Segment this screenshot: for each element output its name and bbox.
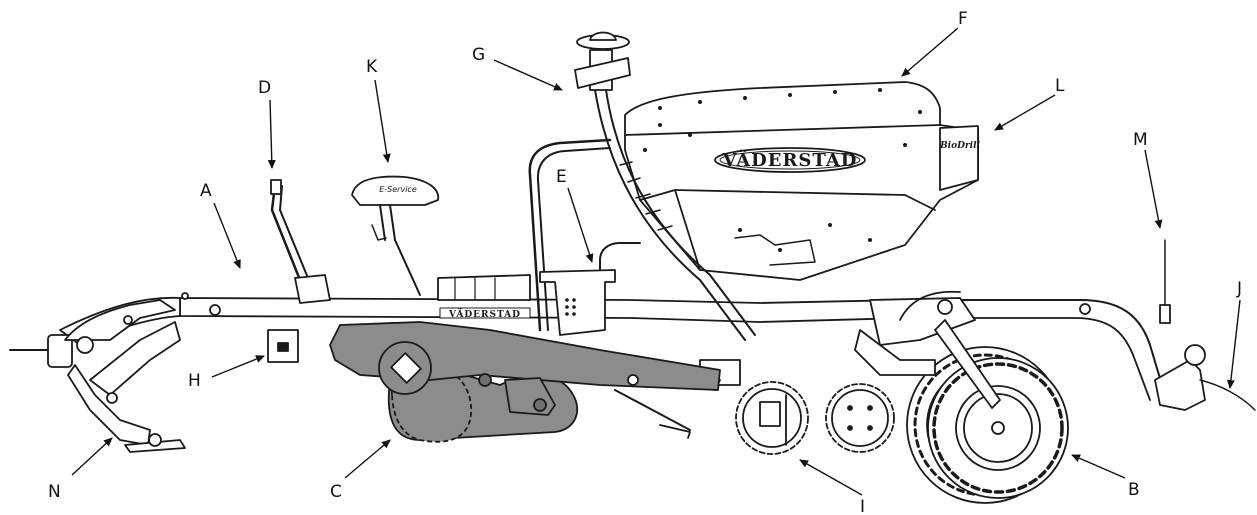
gps-antenna [574, 31, 631, 91]
control-terminal [351, 175, 440, 296]
callout-g: G [472, 45, 485, 65]
hitch-tine [9, 299, 186, 453]
leader-a [213, 202, 241, 269]
tyre-packer [906, 346, 1069, 504]
callout-f: F [958, 9, 968, 29]
rear-harrow [1154, 239, 1256, 411]
leader-i [799, 459, 863, 496]
callout-j: J [1236, 279, 1242, 299]
leader-h [211, 355, 265, 378]
leader-f [901, 27, 959, 77]
callout-m: M [1133, 130, 1148, 150]
callout-i: I [860, 497, 865, 515]
safety-railing [528, 138, 612, 332]
disc-unit-shaded [329, 321, 721, 443]
terminal-badge-text: E-Service [379, 185, 417, 194]
frame-logo-text: VÄDERSTAD [448, 307, 521, 320]
callout-c: C [330, 482, 342, 502]
leader-l [994, 94, 1056, 131]
leader-g [493, 59, 563, 91]
machine-body [9, 31, 1256, 504]
rear-frame [904, 299, 1166, 396]
callout-d: D [258, 78, 271, 98]
leader-b [1071, 454, 1126, 479]
leader-c [344, 439, 391, 479]
callout-l: L [1055, 76, 1065, 96]
main-frame-beam [179, 297, 906, 323]
callout-n: N [48, 482, 61, 502]
callout-k: K [366, 57, 378, 77]
leader-d [267, 99, 276, 169]
leader-e [567, 187, 594, 263]
callout-h: H [188, 371, 201, 391]
leader-n [71, 437, 113, 476]
leader-j [1226, 299, 1241, 389]
callout-e: E [556, 167, 567, 187]
callout-a: A [200, 181, 212, 201]
small-hopper [539, 269, 616, 336]
model-badge-text: BioDrill [939, 141, 980, 151]
fertiliser-tank [437, 274, 531, 301]
packer-arms [869, 297, 976, 346]
leader-k [374, 79, 391, 163]
front-press-wheels [735, 381, 895, 455]
hopper-logo-text: VÄDERSTAD [722, 148, 858, 171]
control-box [939, 125, 979, 191]
access-ladder [594, 89, 746, 341]
seed-hopper [624, 81, 979, 281]
leader-m [1144, 149, 1163, 229]
callout-b: B [1128, 480, 1140, 500]
